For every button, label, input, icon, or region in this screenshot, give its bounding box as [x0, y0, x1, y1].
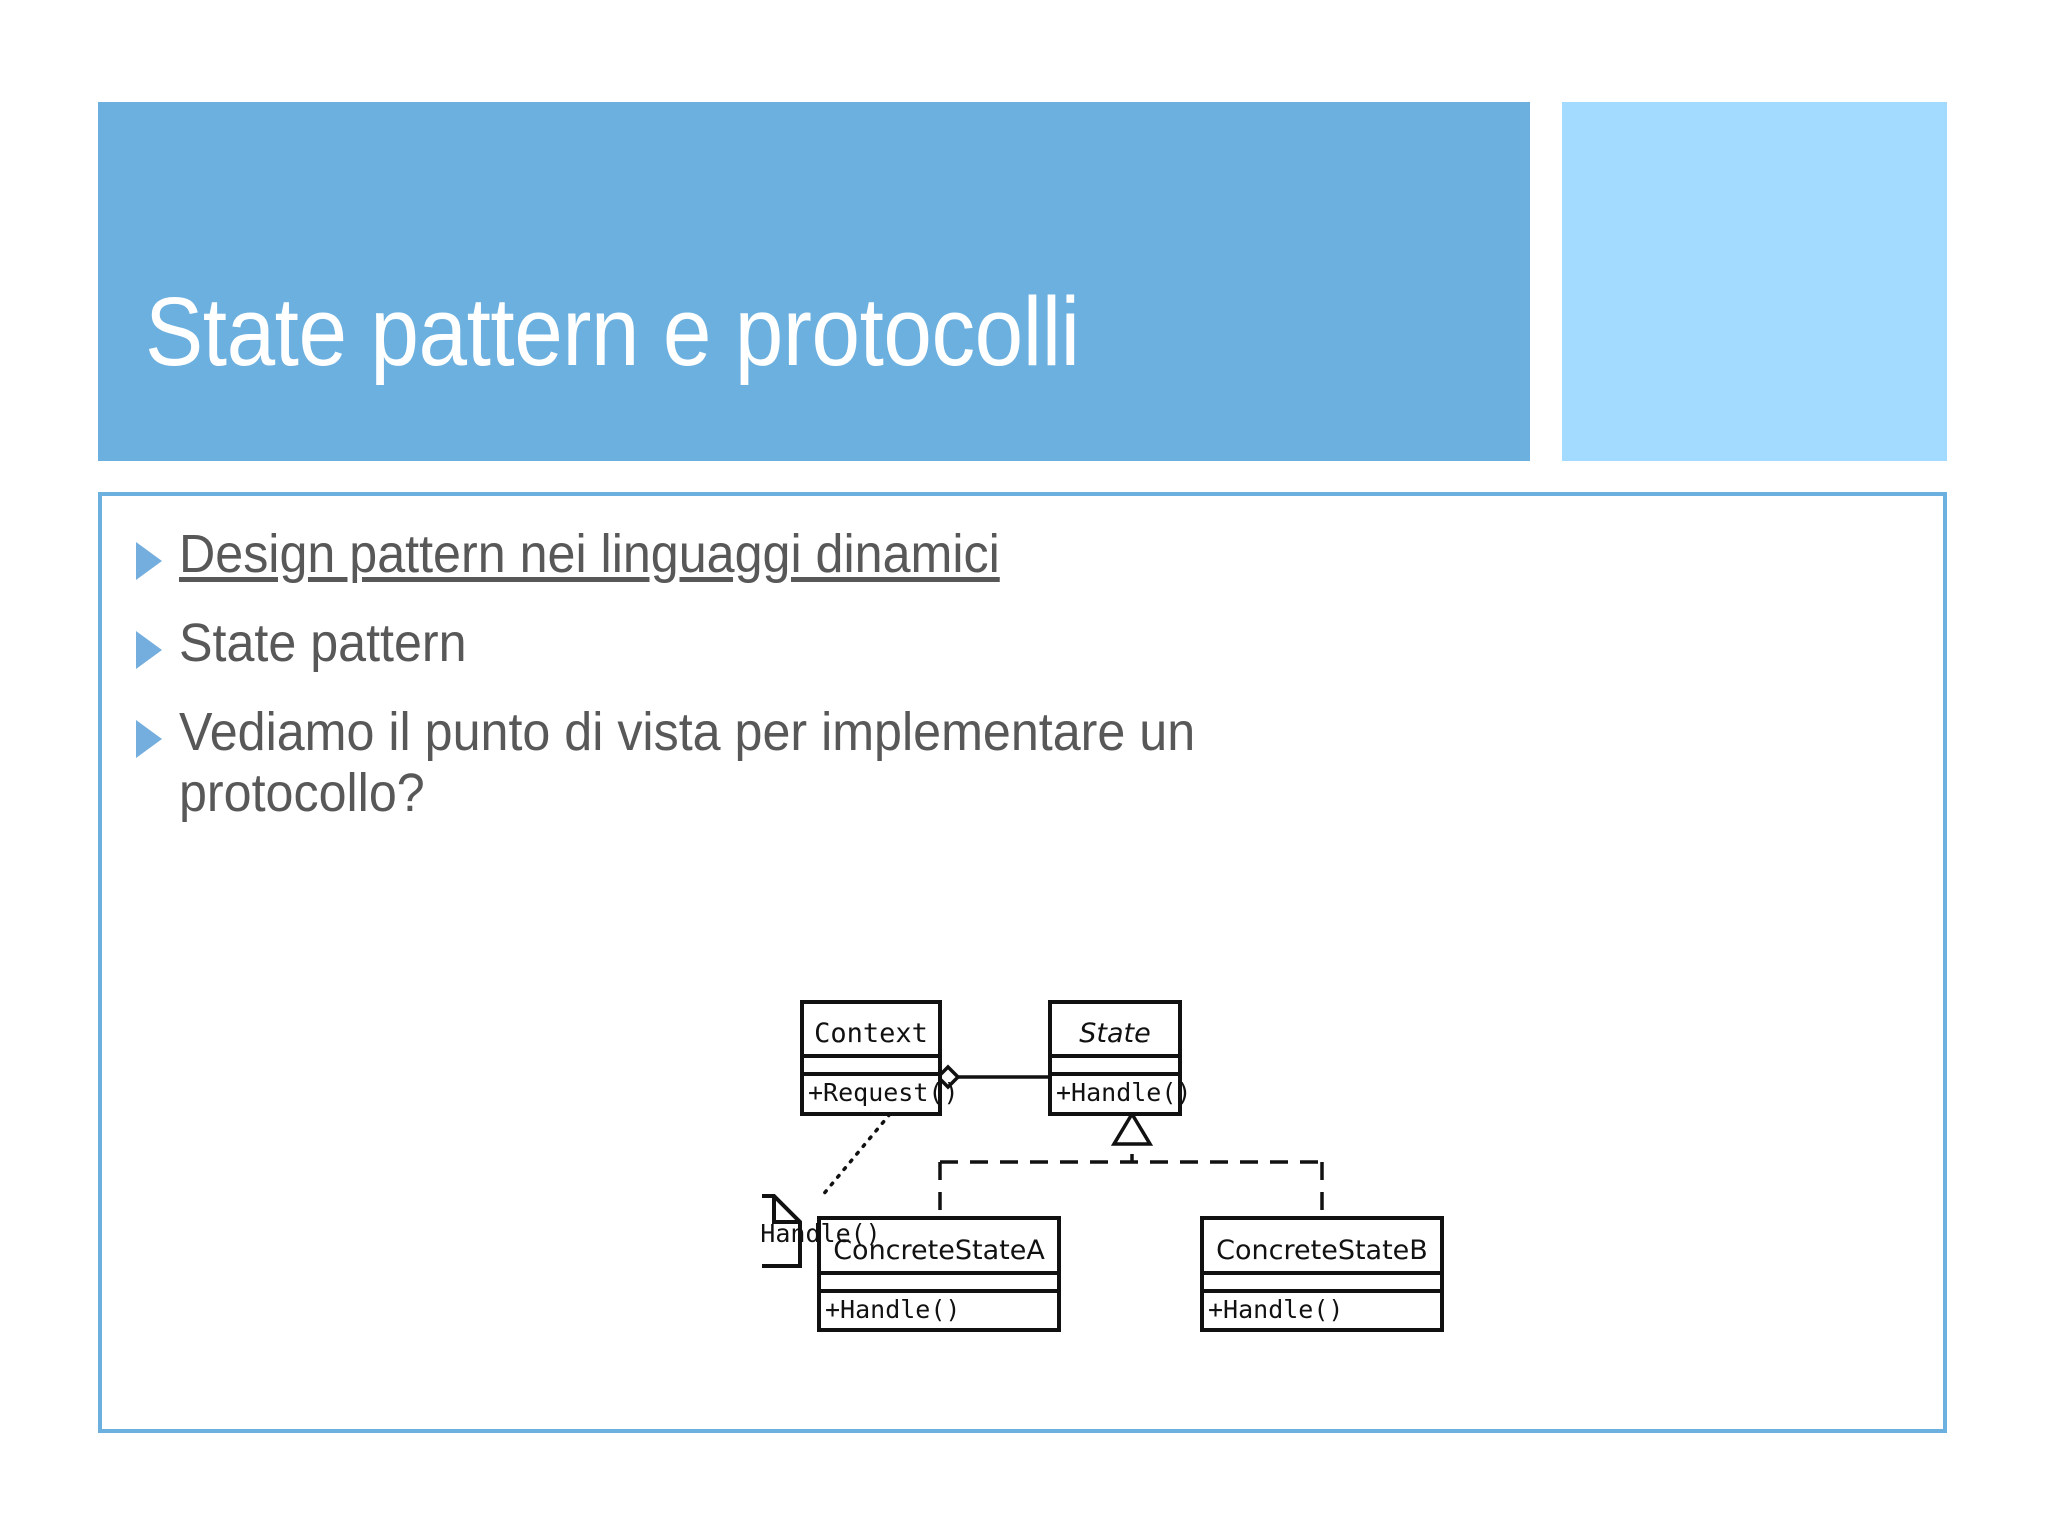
uml-diagram-svg: Context +Request() State +Handle() Con — [762, 1000, 1444, 1332]
bullet-item-vediamo-protocollo: Vediamo il punto di vista per implementa… — [179, 702, 1196, 824]
bullet-triangle-icon — [132, 629, 166, 670]
relation-note-link — [820, 1112, 892, 1198]
uml-class-concrete-state-a[interactable]: ConcreteStateA +Handle() — [817, 1216, 1061, 1332]
list-item[interactable]: Design pattern nei linguaggi dinamici — [132, 524, 1832, 585]
uml-class-concrete-state-b-name: ConcreteStateB — [1216, 1235, 1428, 1266]
list-item: State pattern — [132, 613, 1832, 674]
uml-note-text: state.Handle() — [762, 1219, 881, 1248]
uml-class-context-name: Context — [814, 1018, 928, 1049]
uml-class-concrete-state-a-operation: +Handle() — [825, 1295, 960, 1324]
uml-class-context[interactable]: Context +Request() — [800, 1000, 959, 1116]
bullet-item-link-design-pattern[interactable]: Design pattern nei linguaggi dinamici — [179, 524, 1000, 584]
header-band — [98, 102, 1530, 461]
page-title: State pattern e protocolli — [145, 277, 1080, 386]
uml-class-concrete-state-a-name: ConcreteStateA — [833, 1235, 1045, 1266]
content-box: Design pattern nei linguaggi dinamici St… — [98, 492, 1947, 1433]
uml-class-state[interactable]: State +Handle() — [1048, 1000, 1191, 1116]
uml-class-concrete-state-b[interactable]: ConcreteStateB +Handle() — [1200, 1216, 1444, 1332]
list-item: Vediamo il punto di vista per implementa… — [132, 702, 1832, 824]
bullet-triangle-icon — [132, 540, 166, 580]
relation-generalization-tree — [938, 1110, 1324, 1218]
bullet-list: Design pattern nei linguaggi dinamici St… — [132, 524, 1832, 852]
uml-class-state-name: State — [1079, 1018, 1150, 1049]
uml-note-state-handle[interactable]: state.Handle() — [762, 1194, 881, 1268]
uml-state-pattern-diagram: Context +Request() State +Handle() Con — [762, 996, 1782, 1366]
bullet-item-state-pattern: State pattern — [179, 613, 467, 674]
uml-class-state-operation: +Handle() — [1056, 1078, 1191, 1107]
uml-class-context-operation: +Request() — [808, 1078, 959, 1107]
bullet-triangle-icon — [132, 718, 166, 759]
relation-aggregation-context-state — [935, 1064, 1050, 1090]
header-accent-square — [1562, 102, 1947, 461]
uml-class-concrete-state-b-operation: +Handle() — [1208, 1295, 1343, 1324]
